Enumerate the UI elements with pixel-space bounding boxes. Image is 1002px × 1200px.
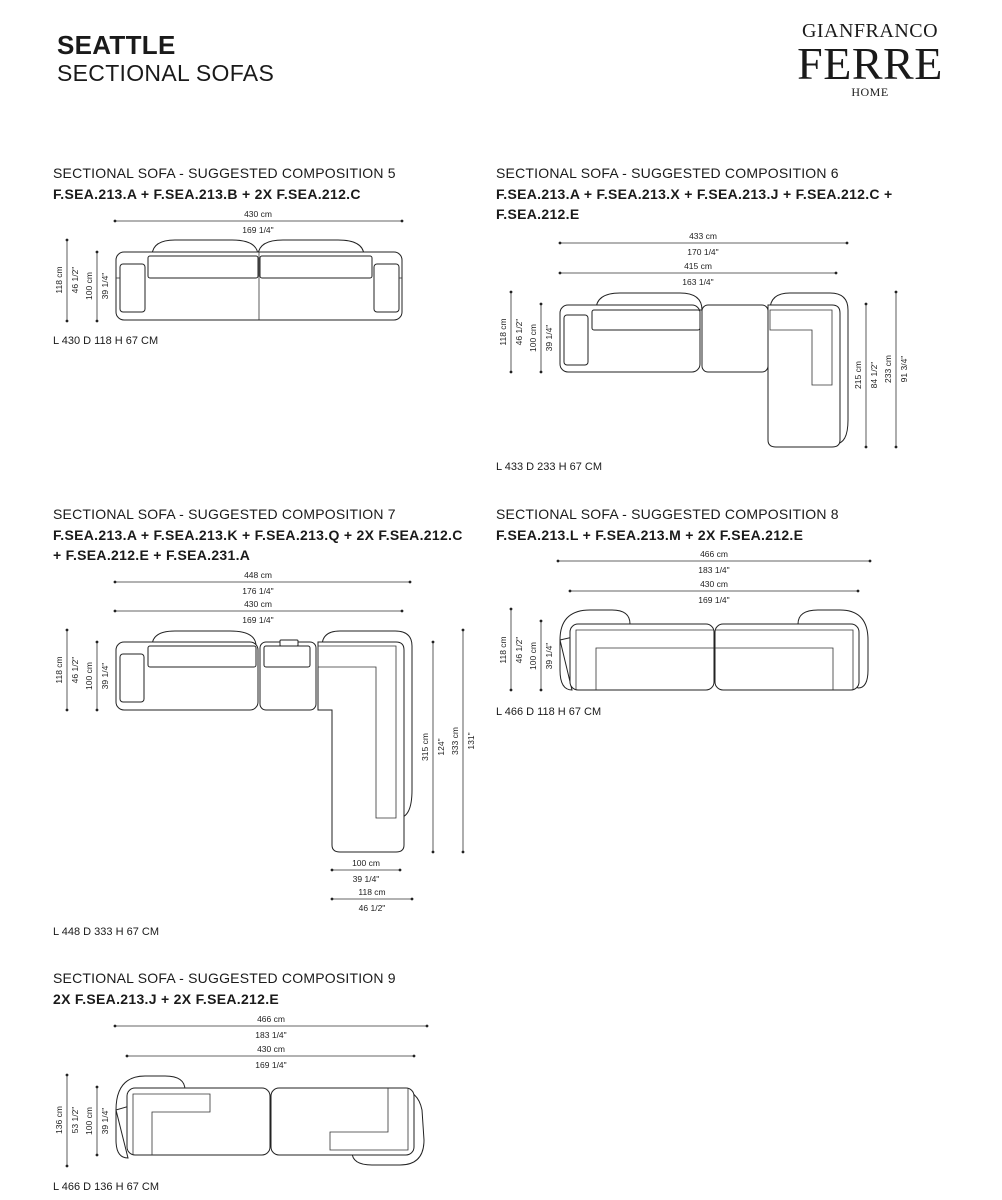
composition-9-heading: SECTIONAL SOFA - SUGGESTED COMPOSITION 9 <box>53 970 396 986</box>
c7-length-cm: 315 cm <box>420 733 430 761</box>
c8-width-in: 183 1/4" <box>698 565 729 575</box>
c5-depth-cm: 118 cm <box>54 266 64 293</box>
composition-8-drawing: 466 cm 183 1/4" 430 cm 169 1/4" 118 cm 4… <box>498 549 872 692</box>
composition-6-heading: SECTIONAL SOFA - SUGGESTED COMPOSITION 6 <box>496 165 839 181</box>
c5-depth-in: 46 1/2" <box>70 267 80 294</box>
composition-7-code-line-1: F.SEA.213.A + F.SEA.213.K + F.SEA.213.Q … <box>53 527 463 543</box>
page-subtitle: SECTIONAL SOFAS <box>57 60 275 86</box>
brand-line-1: GIANFRANCO <box>801 20 939 42</box>
c9-width-in: 183 1/4" <box>255 1030 286 1040</box>
c6-seat-in: 39 1/4" <box>544 325 554 352</box>
c8-depth-cm: 118 cm <box>498 636 508 663</box>
composition-7-code-line-2: + F.SEA.212.E + F.SEA.231.A <box>53 547 251 563</box>
c9-inner-width-in: 169 1/4" <box>255 1060 286 1070</box>
c8-inner-width-cm: 430 cm <box>700 579 728 589</box>
c7-total-length-in: 131" <box>466 732 476 749</box>
composition-5-dims: L 430 D 118 H 67 CM <box>53 335 159 347</box>
c6-length-in: 84 1/2" <box>869 362 879 389</box>
composition-5-drawing: 430 cm 169 1/4" 118 cm 46 1/2" 100 cm 39… <box>54 209 404 323</box>
composition-7-drawing: 448 cm 176 1/4" 430 cm 169 1/4" 118 cm 4… <box>54 570 476 913</box>
c6-total-length-cm: 233 cm <box>883 355 893 383</box>
brand-line-3: HOME <box>851 85 889 99</box>
c7-seat-cm: 100 cm <box>84 662 94 690</box>
c9-inner-width-cm: 430 cm <box>257 1044 285 1054</box>
composition-5-heading: SECTIONAL SOFA - SUGGESTED COMPOSITION 5 <box>53 165 396 181</box>
c6-inner-width-in: 163 1/4" <box>682 277 713 287</box>
composition-9-dims: L 466 D 136 H 67 CM <box>53 1181 159 1193</box>
c6-length-cm: 215 cm <box>853 361 863 389</box>
c7-width-cm: 448 cm <box>244 570 272 580</box>
c7-inner-width-in: 169 1/4" <box>242 615 273 625</box>
composition-8-heading: SECTIONAL SOFA - SUGGESTED COMPOSITION 8 <box>496 506 839 522</box>
c5-seat-cm: 100 cm <box>84 272 94 300</box>
brand-line-2: FERRE <box>797 38 943 89</box>
c7-depth-in: 46 1/2" <box>70 657 80 684</box>
c6-width-cm: 433 cm <box>689 231 717 241</box>
c8-width-cm: 466 cm <box>700 549 728 559</box>
c6-depth-cm: 118 cm <box>498 318 508 345</box>
composition-6-code-line-1: F.SEA.213.A + F.SEA.213.X + F.SEA.213.J … <box>496 186 893 202</box>
composition-6-drawing: 433 cm 170 1/4" 415 cm 163 1/4" 118 cm 4… <box>498 231 909 449</box>
c8-seat-cm: 100 cm <box>528 642 538 670</box>
composition-5-code: F.SEA.213.A + F.SEA.213.B + 2X F.SEA.212… <box>53 186 361 202</box>
c6-width-in: 170 1/4" <box>687 247 718 257</box>
c5-width-in: 169 1/4" <box>242 225 273 235</box>
c7-chaise-total-in: 46 1/2" <box>359 903 386 913</box>
c9-seat-cm: 100 cm <box>84 1107 94 1135</box>
composition-6-code-line-2: F.SEA.212.E <box>496 206 580 222</box>
c7-chaise-width-in: 39 1/4" <box>353 874 380 884</box>
composition-9-code: 2X F.SEA.213.J + 2X F.SEA.212.E <box>53 991 280 1007</box>
composition-8-dims: L 466 D 118 H 67 CM <box>496 706 602 718</box>
c9-depth-cm: 136 cm <box>54 1106 64 1134</box>
c7-inner-width-cm: 430 cm <box>244 599 272 609</box>
c8-depth-in: 46 1/2" <box>514 637 524 664</box>
page-title: SEATTLE <box>57 30 176 60</box>
c7-chaise-total-cm: 118 cm <box>358 887 385 897</box>
composition-6-dims: L 433 D 233 H 67 CM <box>496 461 602 473</box>
c9-seat-in: 39 1/4" <box>100 1108 110 1135</box>
c7-width-in: 176 1/4" <box>242 586 273 596</box>
c5-seat-in: 39 1/4" <box>100 273 110 300</box>
c6-total-length-in: 91 3/4" <box>899 356 909 383</box>
c6-inner-width-cm: 415 cm <box>684 261 712 271</box>
composition-7-dims: L 448 D 333 H 67 CM <box>53 926 159 938</box>
c7-length-in: 124" <box>436 738 446 755</box>
composition-8-code: F.SEA.213.L + F.SEA.213.M + 2X F.SEA.212… <box>496 527 804 543</box>
c7-total-length-cm: 333 cm <box>450 727 460 755</box>
composition-7-heading: SECTIONAL SOFA - SUGGESTED COMPOSITION 7 <box>53 506 396 522</box>
c8-inner-width-in: 169 1/4" <box>698 595 729 605</box>
c9-width-cm: 466 cm <box>257 1014 285 1024</box>
c9-depth-in: 53 1/2" <box>70 1107 80 1134</box>
brand-logo: GIANFRANCO FERRE HOME <box>780 20 960 100</box>
c7-chaise-width-cm: 100 cm <box>352 858 380 868</box>
c8-seat-in: 39 1/4" <box>544 643 554 670</box>
c6-seat-cm: 100 cm <box>528 324 538 352</box>
c6-depth-in: 46 1/2" <box>514 319 524 346</box>
c7-depth-cm: 118 cm <box>54 656 64 683</box>
c5-width-cm: 430 cm <box>244 209 272 219</box>
composition-9-drawing: 466 cm 183 1/4" 430 cm 169 1/4" 136 cm 5… <box>54 1014 429 1168</box>
c7-seat-in: 39 1/4" <box>100 663 110 690</box>
